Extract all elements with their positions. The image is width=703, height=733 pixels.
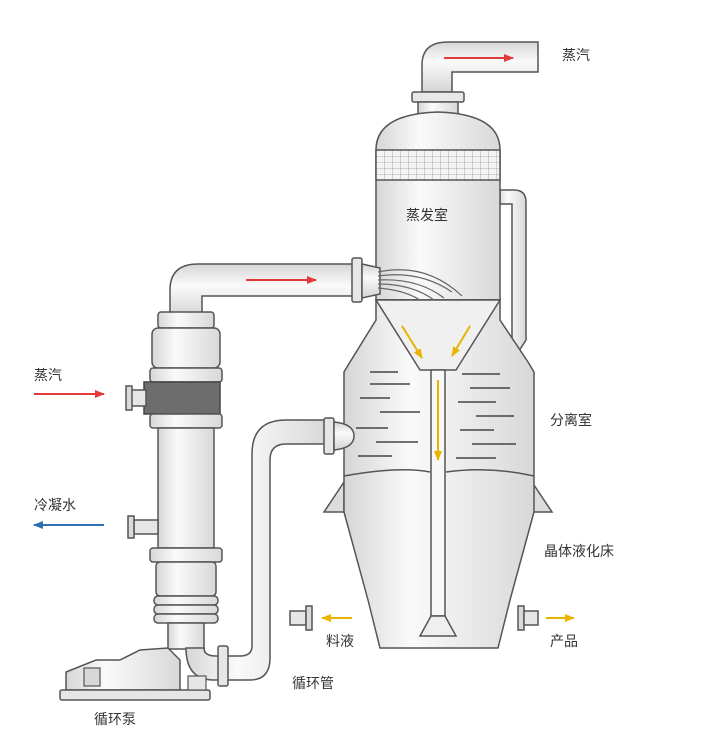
heater-outlet-pipe: [169, 257, 463, 319]
product-nozzle: [517, 605, 575, 631]
label-circulation-pump: 循环泵: [94, 712, 136, 728]
feed-nozzle: [289, 605, 352, 631]
steam-jacket-band: [143, 381, 221, 415]
circulation-pump: [59, 647, 211, 701]
label-crystal-bed: 晶体液化床: [544, 544, 614, 560]
circulation-pipe: [185, 417, 355, 687]
label-separation-chamber: 分离室: [550, 412, 592, 429]
label-steam-out: 蒸汽: [562, 48, 590, 64]
heater-column: [125, 311, 223, 650]
separation-chamber: [322, 299, 554, 649]
label-circulation-pipe: 循环管: [292, 676, 334, 692]
label-evaporation-chamber: 蒸发室: [406, 207, 448, 224]
steam-outlet-pipe: [411, 41, 539, 115]
label-steam-in: 蒸汽: [34, 368, 62, 384]
label-product: 产品: [550, 634, 578, 650]
label-feed: 料液: [326, 634, 354, 650]
flow-arrow-right: [451, 325, 471, 357]
label-condensate: 冷凝水: [34, 498, 76, 514]
flow-arrow-left: [401, 325, 423, 359]
demister-mesh: [375, 149, 501, 181]
